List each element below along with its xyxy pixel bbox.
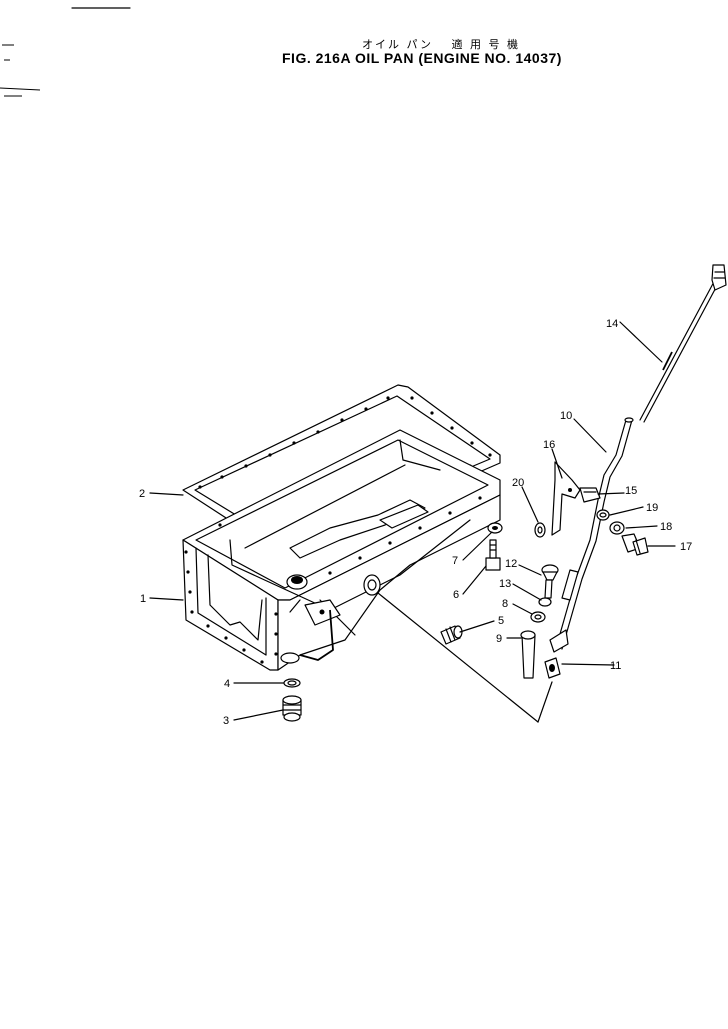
washer-part-18 — [609, 521, 625, 535]
callout-9: 9 — [496, 633, 502, 645]
callout-8: 8 — [502, 598, 508, 610]
callout-12: 12 — [505, 558, 517, 570]
leader-lines — [149, 321, 676, 723]
callout-18: 18 — [660, 521, 672, 533]
washer-part-20 — [534, 522, 546, 538]
callout-19: 19 — [646, 502, 658, 514]
washer-part-4 — [283, 678, 301, 688]
bolt-part-12 — [541, 564, 559, 599]
washer-part-13 — [538, 597, 552, 607]
callout-labels: 2 1 3 4 5 6 7 8 9 10 11 12 13 14 15 16 1… — [139, 318, 692, 727]
callout-3: 3 — [223, 715, 229, 727]
dipstick-part-14 — [639, 264, 727, 423]
title-japanese: オイル パン 適 用 号 機 — [362, 38, 521, 51]
callout-2: 2 — [139, 488, 145, 500]
callout-14: 14 — [606, 318, 618, 330]
tube-part-9 — [520, 630, 536, 679]
callout-5: 5 — [498, 615, 504, 627]
bolt-part-6 — [485, 539, 501, 571]
callout-13: 13 — [499, 578, 511, 590]
callout-17: 17 — [680, 541, 692, 553]
gasket-part-11 — [544, 657, 561, 679]
oil-pan-part-1 — [182, 429, 501, 671]
callout-6: 6 — [453, 589, 459, 601]
callout-4: 4 — [224, 678, 230, 690]
figure-title: FIG. 216A OIL PAN (ENGINE NO. 14037) — [282, 50, 562, 66]
drain-plug-part-3 — [282, 695, 302, 722]
clamp-part-15 — [579, 487, 601, 503]
plug-part-5 — [440, 625, 463, 645]
callout-10: 10 — [560, 410, 572, 422]
washer-part-8 — [530, 611, 546, 623]
washer-part-7 — [487, 522, 503, 534]
callout-15: 15 — [625, 485, 637, 497]
bracket-part-16 — [551, 461, 581, 536]
callout-20: 20 — [512, 477, 524, 489]
washer-part-19 — [596, 509, 610, 521]
callout-11: 11 — [610, 660, 621, 672]
margin-marks — [0, 7, 131, 97]
guide-pipe-part-10 — [549, 417, 634, 653]
callout-1: 1 — [140, 593, 146, 605]
callout-7: 7 — [452, 555, 458, 567]
bolt-part-17 — [621, 533, 649, 556]
callout-16: 16 — [543, 439, 555, 451]
